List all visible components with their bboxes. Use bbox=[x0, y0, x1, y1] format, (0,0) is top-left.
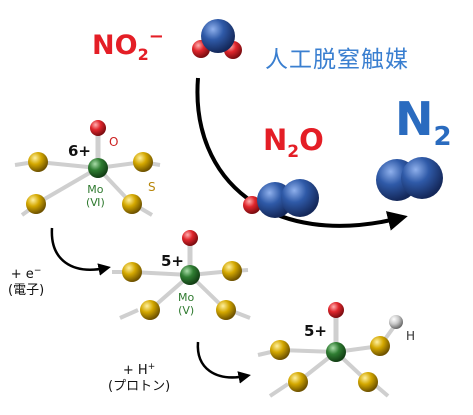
oxidation-state-3: 5+ bbox=[304, 322, 328, 340]
oxidation-state-2: 5+ bbox=[161, 252, 185, 270]
no2-molecule bbox=[192, 19, 242, 59]
hydrogen-tag: H bbox=[406, 329, 416, 343]
n2o-molecule bbox=[243, 179, 319, 218]
n2-molecule bbox=[376, 157, 443, 201]
oxidation-state-1: 6+ bbox=[68, 142, 92, 160]
nitrite-label: NO2− bbox=[92, 26, 164, 64]
metal-tag-2: Mo (Ⅴ) bbox=[178, 291, 195, 317]
step-arrow-2 bbox=[196, 341, 251, 384]
nitrogen-label: N2 bbox=[395, 92, 452, 152]
metal-tag-1: Mo (Ⅵ) bbox=[86, 183, 105, 209]
catalyst-title: 人工脱窒触媒 bbox=[265, 47, 409, 73]
complex-mo5 bbox=[112, 230, 251, 320]
sulfur-tag: S bbox=[148, 180, 156, 194]
step-arrow-1 bbox=[50, 227, 111, 276]
step-label-electron: + e− (電子) bbox=[8, 266, 45, 298]
nitrous-oxide-label: N2O bbox=[263, 123, 324, 162]
complex-mo5-h bbox=[257, 302, 403, 398]
step-label-proton: + H+ (プロトン) bbox=[108, 362, 171, 394]
complex-mo6 bbox=[14, 120, 161, 217]
oxygen-tag: O bbox=[109, 135, 119, 149]
